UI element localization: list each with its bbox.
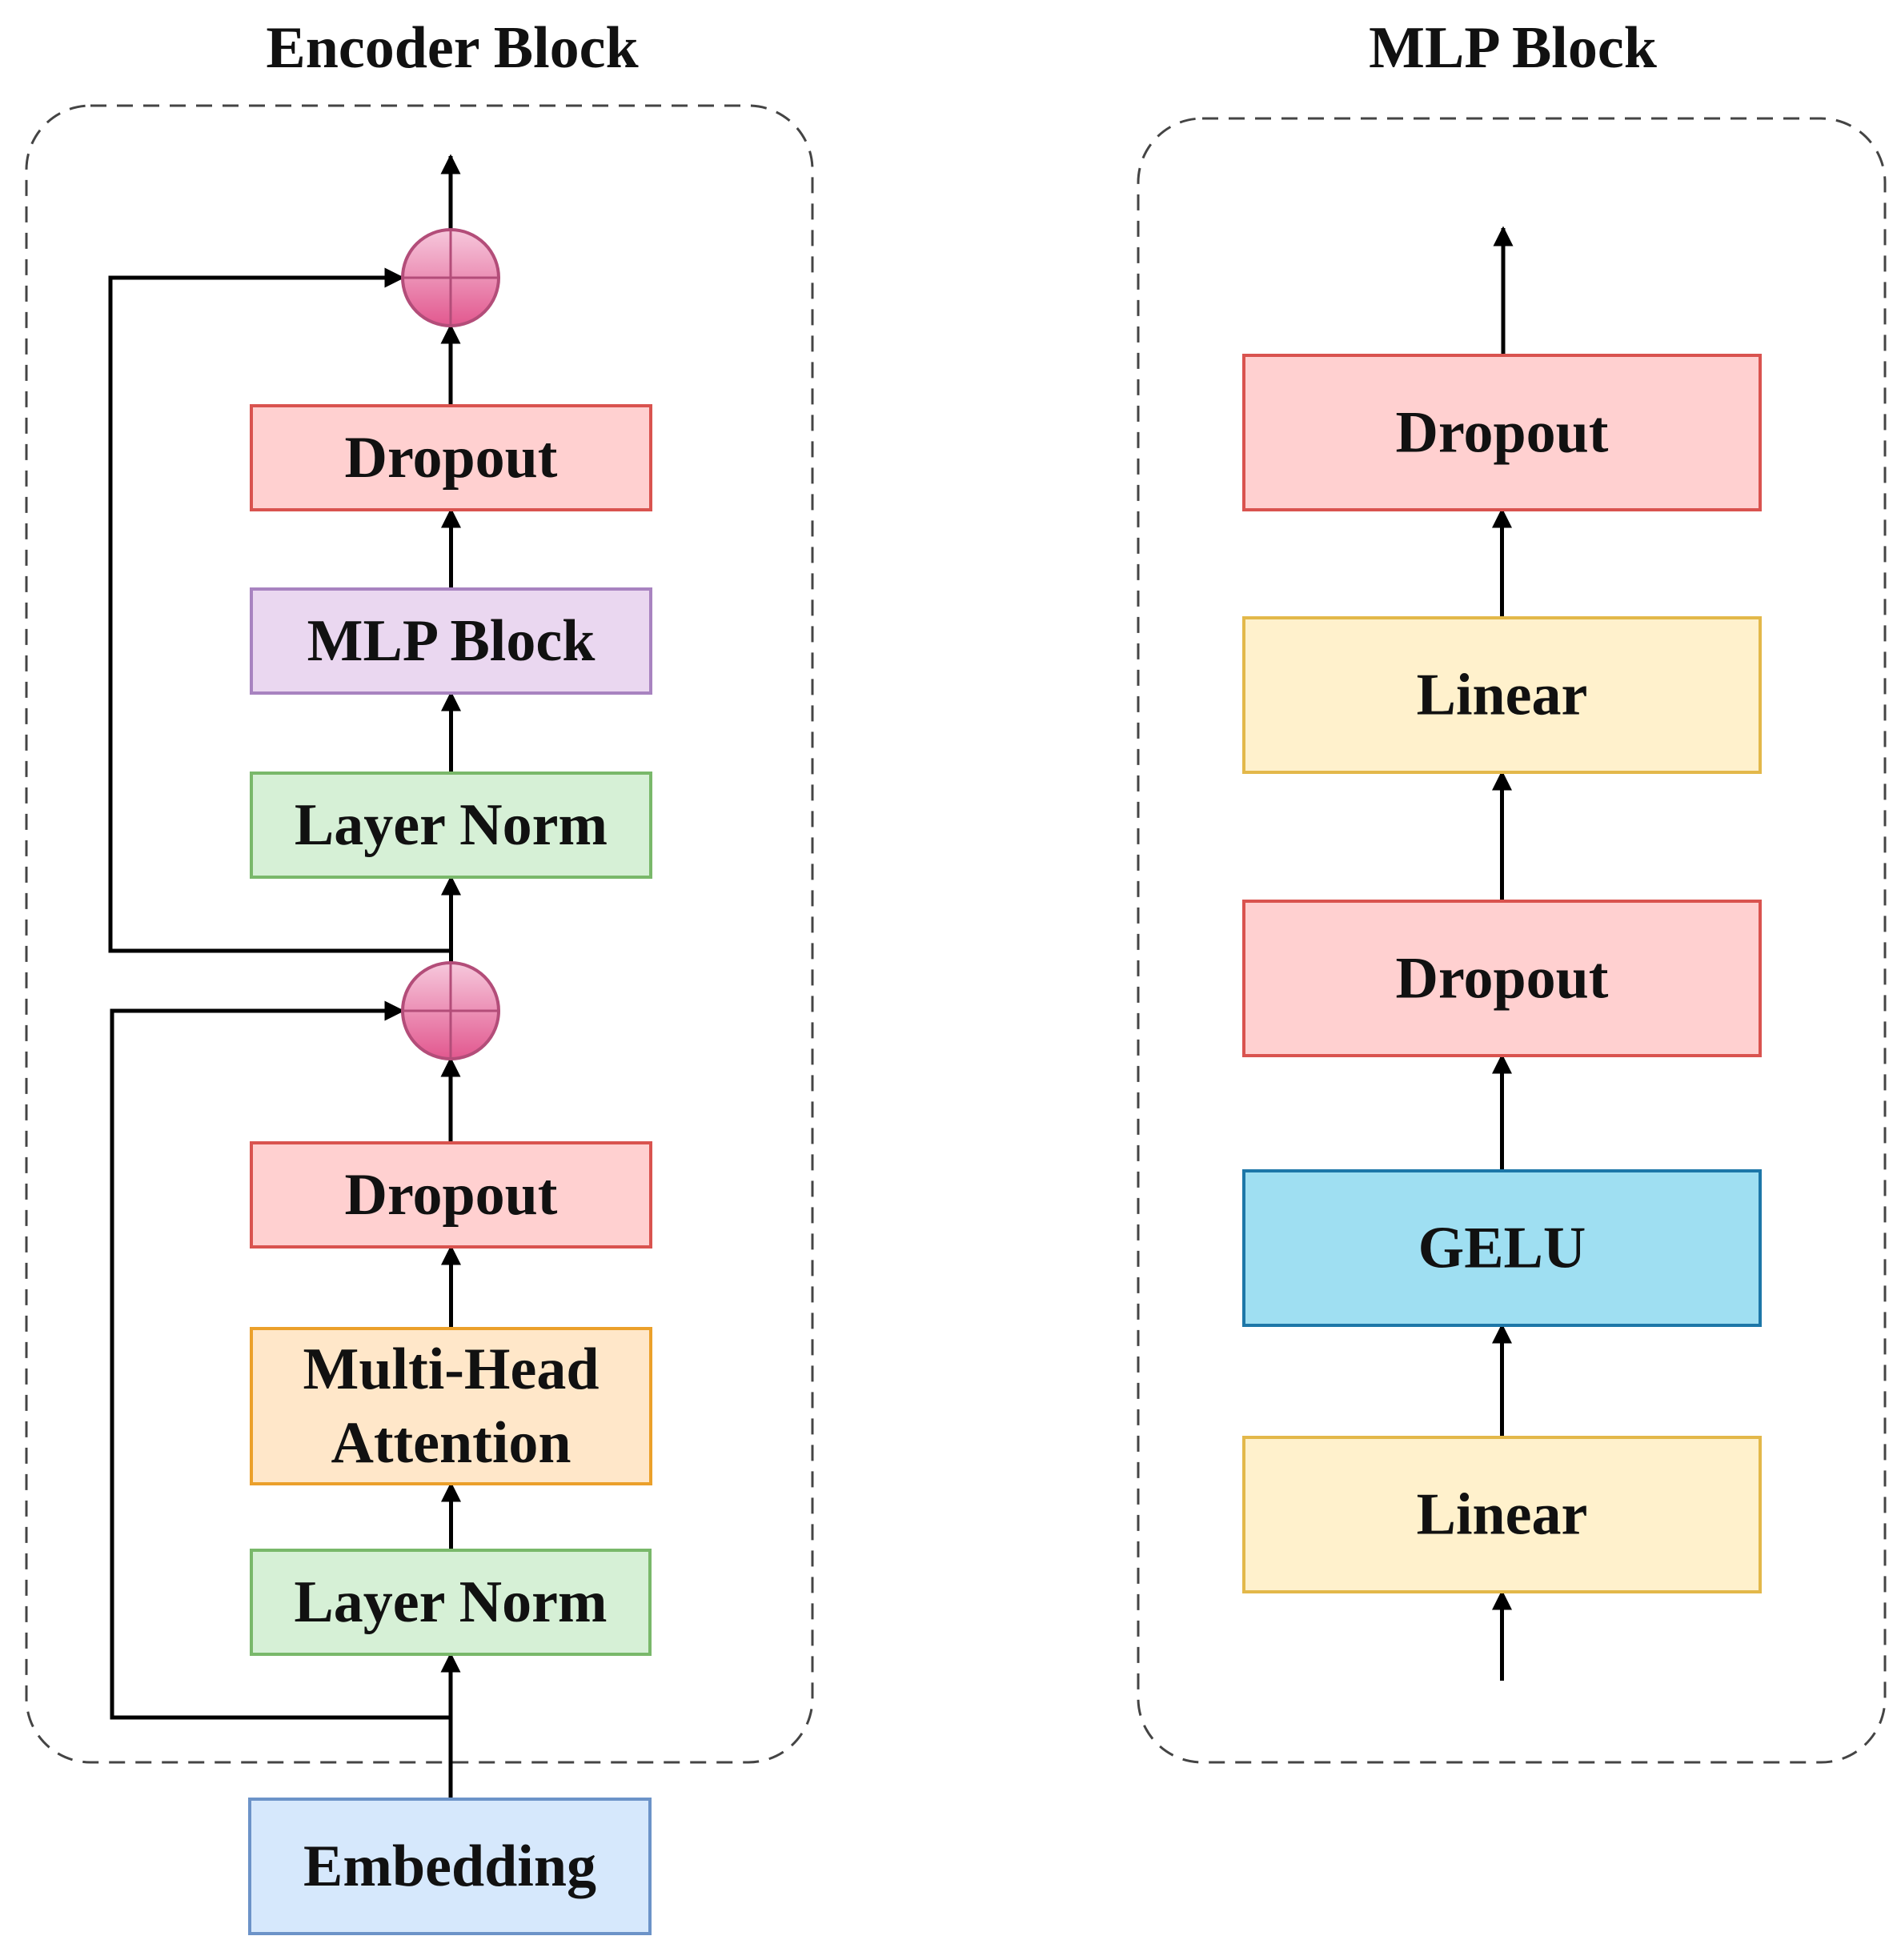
encoder-mlp-block-box xyxy=(250,587,652,695)
encoder-layer-norm-1-node: Layer Norm xyxy=(250,1549,652,1656)
encoder-block-title: Encoder Block xyxy=(266,15,639,81)
encoder-mlp-block-node: MLP Block xyxy=(250,587,652,695)
encoder-embedding-label: Embedding xyxy=(303,1834,596,1899)
mlp-dropout-2-node: Dropout xyxy=(1242,354,1762,511)
mlp-linear-2-label: Linear xyxy=(1417,663,1588,728)
encoder-embedding-node: Embedding xyxy=(248,1798,652,1935)
mlp-dropout-2-label: Dropout xyxy=(1396,400,1609,466)
encoder-layer-norm-2-box xyxy=(250,772,652,879)
encoder-multi-head-attention-box xyxy=(250,1327,652,1485)
encoder-block-frame xyxy=(25,104,814,1764)
mlp-linear-2-box xyxy=(1242,616,1762,774)
mlp-gelu-node: GELU xyxy=(1242,1169,1762,1327)
mlp-gelu-box xyxy=(1242,1169,1762,1327)
encoder-dropout-2-label: Dropout xyxy=(345,425,558,491)
encoder-layer-norm-2-label: Layer Norm xyxy=(295,792,608,858)
encoder-edge-add-1-to-add-2-skip xyxy=(108,267,451,953)
encoder-add-1-node xyxy=(401,961,500,1060)
encoder-add-2-node xyxy=(401,228,500,327)
encoder-layer-norm-1-label: Layer Norm xyxy=(294,1569,607,1635)
mlp-block-title: MLP Block xyxy=(1369,15,1658,81)
encoder-embedding-box xyxy=(248,1798,652,1935)
mlp-linear-1-node: Linear xyxy=(1242,1436,1762,1593)
mlp-linear-1-box xyxy=(1242,1436,1762,1593)
edges-layer xyxy=(108,154,1514,1799)
encoder-multi-head-attention-label-1: Multi-Head xyxy=(303,1337,600,1402)
encoder-dropout-1-box xyxy=(250,1141,652,1249)
mlp-block-frame xyxy=(1137,117,1887,1764)
mlp-gelu-label: GELU xyxy=(1418,1216,1586,1281)
mlp-linear-2-node: Linear xyxy=(1242,616,1762,774)
encoder-dropout-2-box xyxy=(250,404,652,511)
encoder-edge-embedding-to-add-1-skip xyxy=(110,1000,450,1720)
mlp-dropout-1-box xyxy=(1242,900,1762,1057)
encoder-layer-norm-1-box xyxy=(250,1549,652,1656)
encoder-dropout-2-node: Dropout xyxy=(250,404,652,511)
encoder-dropout-1-node: Dropout xyxy=(250,1141,652,1249)
encoder-mlp-block-label: MLP Block xyxy=(307,608,596,674)
encoder-dropout-1-label: Dropout xyxy=(345,1162,558,1228)
mlp-dropout-1-node: Dropout xyxy=(1242,900,1762,1057)
mlp-linear-1-label: Linear xyxy=(1417,1482,1588,1548)
mlp-dropout-1-label: Dropout xyxy=(1396,946,1609,1012)
encoder-multi-head-attention-label-2: Attention xyxy=(331,1410,571,1476)
encoder-layer-norm-2-node: Layer Norm xyxy=(250,772,652,879)
mlp-dropout-2-box xyxy=(1242,354,1762,511)
